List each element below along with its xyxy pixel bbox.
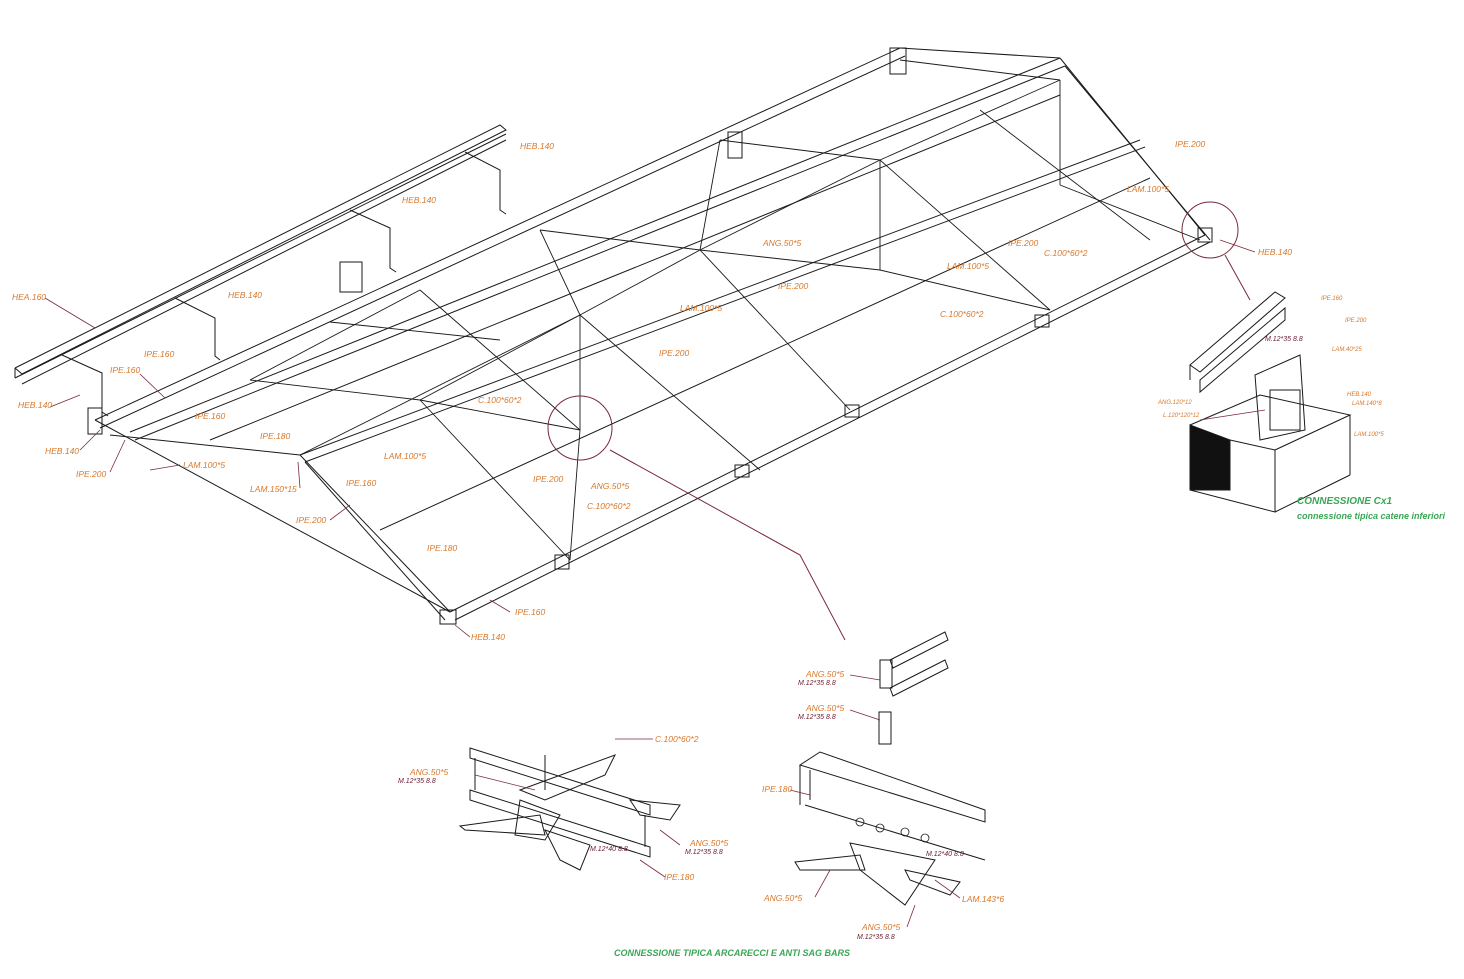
cx1-label: ANG.120*12	[1158, 400, 1192, 406]
label-heb140: HEB.140	[471, 632, 506, 642]
label-ipe200: IPE.200	[1175, 139, 1206, 149]
label-heb140: HEB.140	[402, 195, 437, 205]
detail-label-ang: ANG.50*5	[806, 703, 845, 713]
detail-antisag-drawing	[794, 751, 986, 906]
label-lam100x5: LAM.100*5	[384, 451, 427, 461]
bottom-caption: CONNESSIONE TIPICA ARCARECCI E ANTI SAG …	[614, 948, 851, 958]
label-heb140: HEB.140	[18, 400, 53, 410]
detail-label-ang: ANG.50*5	[764, 893, 803, 903]
cx1-label: LAM.100*5	[1354, 432, 1384, 438]
label-leaders	[44, 239, 1266, 928]
detail-angle-drawings	[878, 631, 949, 745]
label-ipe200: IPE.200	[1008, 238, 1039, 248]
label-lam100x5: LAM.100*5	[1127, 184, 1170, 194]
label-ang50x5: ANG.50*5	[763, 238, 802, 248]
label-ipe200: IPE.200	[533, 474, 564, 484]
label-ipe160: IPE.160	[515, 607, 546, 617]
label-lam100x5: LAM.100*5	[947, 261, 990, 271]
detail-cx1-drawing	[1189, 291, 1352, 513]
detail-label-ang: ANG.50*5	[410, 767, 449, 777]
left-support-posts	[61, 151, 507, 417]
cx1-bolt-label: M.12*35 8.8	[1265, 336, 1303, 343]
label-hea160: HEA.160	[12, 292, 47, 302]
label-lam100x5: LAM.100*5	[680, 303, 723, 313]
cx1-subtitle: connessione tipica catene inferiori	[1297, 511, 1446, 521]
label-heb140: HEB.140	[1258, 247, 1293, 257]
label-ipe200: IPE.200	[76, 469, 107, 479]
roof-frame	[94, 47, 1211, 621]
label-heb140: HEB.140	[520, 141, 555, 151]
detail-label-ang: ANG.50*5	[690, 838, 729, 848]
detail-purlin-drawing	[458, 747, 681, 871]
label-ipe200: IPE.200	[659, 348, 690, 358]
cx1-label: IPE.200	[1345, 318, 1367, 324]
detail-label-bolt: M.12*35 8.8	[685, 849, 723, 856]
label-c100: C.100*60*2	[478, 395, 522, 405]
cx1-label: L.120*120*12	[1163, 413, 1200, 419]
label-c100: C.100*60*2	[940, 309, 984, 319]
detail-label-bolt: M.12*35 8.8	[798, 680, 836, 687]
truss-diagonals	[249, 59, 1201, 561]
label-ipe200: IPE.200	[296, 515, 327, 525]
eave-beam-hea160	[14, 124, 507, 385]
detail-label-bolt: M.12*35 8.8	[798, 714, 836, 721]
label-ipe160: IPE.160	[195, 411, 226, 421]
label-ipe160: IPE.160	[346, 478, 377, 488]
cx1-label: LAM.40*25	[1332, 347, 1362, 353]
label-ipe160: IPE.160	[110, 365, 141, 375]
detail-label-c100: C.100*60*2	[655, 734, 699, 744]
label-heb140: HEB.140	[228, 290, 263, 300]
detail-label-ang: ANG.50*5	[806, 669, 845, 679]
label-ang50x5: ANG.50*5	[591, 481, 630, 491]
label-heb140: HEB.140	[45, 446, 80, 456]
detail-label-bolt: M.12*40 8.8	[590, 846, 628, 853]
detail-label-ipe180: IPE.180	[664, 872, 695, 882]
detail-label-lam143: LAM.143*6	[962, 894, 1005, 904]
label-lam100x5: LAM.100*5	[183, 460, 226, 470]
label-ipe160: IPE.160	[144, 349, 175, 359]
label-lam150x15: LAM.150*15	[250, 484, 297, 494]
detail-label-bolt: M.12*35 8.8	[857, 934, 895, 941]
detail-label-bolt: M.12*35 8.8	[398, 778, 436, 785]
label-ipe180: IPE.180	[260, 431, 291, 441]
cx1-label: LAM.140*8	[1352, 401, 1382, 407]
cx1-title: CONNESSIONE Cx1	[1297, 496, 1393, 507]
detail-label-ipe180: IPE.180	[762, 784, 793, 794]
detail-label-bolt: M.12*40 8.8	[926, 851, 964, 858]
detail-circle-cx1	[1181, 201, 1239, 259]
detail-circle-purlin	[547, 395, 613, 461]
detail-label-ang: ANG.50*5	[862, 922, 901, 932]
label-c100: C.100*60*2	[587, 501, 631, 511]
label-c100: C.100*60*2	[1044, 248, 1088, 258]
support-plates	[87, 47, 1213, 625]
label-ipe200: IPE.200	[778, 281, 809, 291]
cx1-label: HEB.140	[1347, 392, 1372, 398]
label-ipe180: IPE.180	[427, 543, 458, 553]
cx1-label: IPE.160	[1321, 296, 1343, 302]
